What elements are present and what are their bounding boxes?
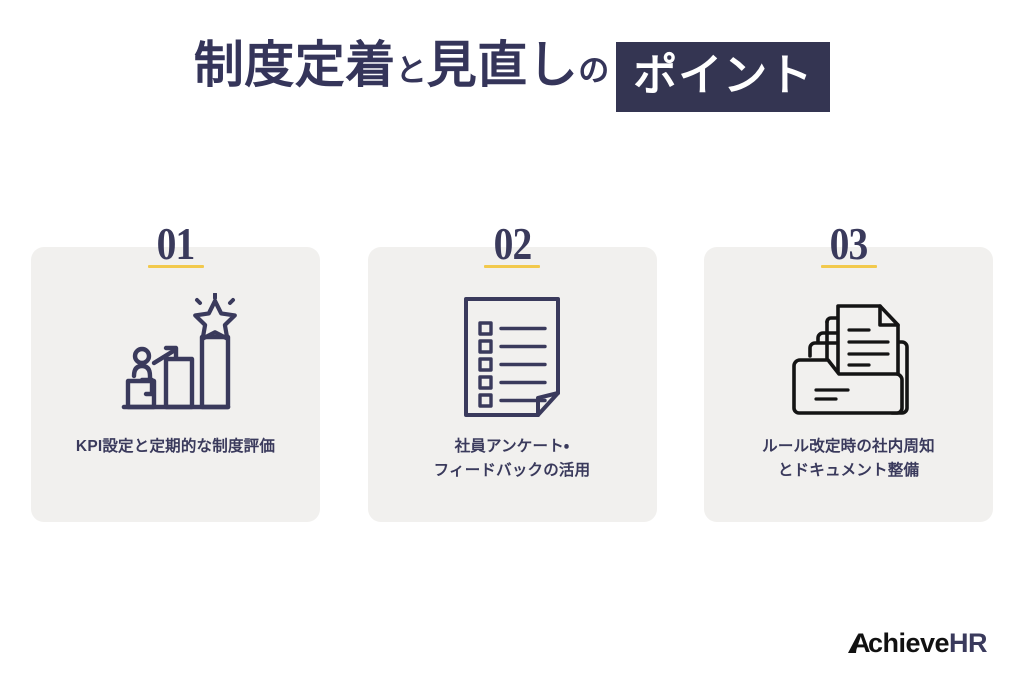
card-caption-line: フィードバックの活用 — [433, 462, 591, 480]
card-caption-01: KPI設定と定期的な制度評価 — [31, 435, 320, 459]
card-list: 01 — [31, 221, 993, 522]
title-line: 制度定着 と 見直し の ポイント — [193, 34, 831, 112]
card-caption-line: KPI設定と定期的な制度評価 — [75, 438, 276, 455]
logo-name-dark: chieve — [867, 628, 950, 658]
page-title: 制度定着 と 見直し の ポイント — [0, 34, 1024, 112]
card-caption-line: とドキュメント整備 — [777, 462, 920, 480]
card-caption-line: 社員アンケート・ — [454, 438, 570, 455]
document-folder-icon — [784, 293, 914, 421]
card-caption-03: ルール改定時の社内周知 とドキュメント整備 — [704, 435, 993, 483]
logo-letter-a: A — [850, 628, 871, 658]
bar-chart-growth-star-icon — [112, 293, 240, 421]
checklist-survey-document-icon — [460, 293, 564, 421]
title-segment-2: と — [395, 53, 427, 88]
card-number-underline-02 — [484, 265, 540, 268]
card-number-03: 03 — [829, 218, 869, 269]
title-segment-4: の — [578, 53, 610, 88]
brand-logo: A chieve HR — [847, 628, 996, 658]
logo-name-accent: HR — [949, 628, 988, 658]
card-number-underline-03 — [820, 265, 877, 268]
title-highlight-badge: ポイント — [616, 42, 831, 112]
card-caption-02: 社員アンケート・ フィードバックの活用 — [368, 435, 657, 483]
card-number-underline-01 — [147, 265, 204, 268]
title-segment-1: 制度定着 — [193, 37, 396, 93]
card-number-02: 02 — [493, 218, 532, 269]
title-segment-3: 見直し — [426, 37, 579, 93]
card-number-01: 01 — [156, 218, 196, 269]
card-caption-line: ルール改定時の社内周知 — [762, 438, 935, 455]
card-02[interactable]: 02 社員アンケート・ フィードバックの活用 — [367, 221, 657, 522]
card-01[interactable]: 01 — [31, 221, 320, 522]
card-03[interactable]: 03 — [704, 221, 993, 522]
